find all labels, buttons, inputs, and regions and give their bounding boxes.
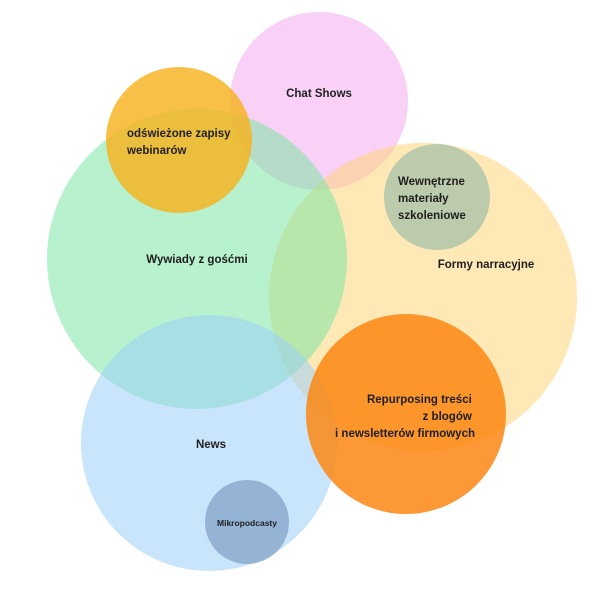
label-repurposing: Repurposing treści z blogów i newsletter…	[335, 394, 475, 440]
label-formy-narracyjne: Formy narracyjne	[438, 259, 535, 271]
circle-mikropodcasty	[205, 480, 289, 564]
label-odswiezone-zapisy: odświeżone zapisy webinarów	[126, 128, 234, 157]
label-wewnetrzne-materialy: Wewnętrzne materiały szkoleniowe	[398, 176, 468, 222]
circle-wewnetrzne-materialy	[384, 144, 490, 250]
circle-odswiezone-zapisy	[106, 67, 252, 213]
label-wywiady-z-gosciami: Wywiady z gośćmi	[146, 254, 247, 266]
circle-repurposing	[306, 314, 506, 514]
label-news: News	[196, 439, 226, 451]
label-chat-shows: Chat Shows	[286, 88, 352, 100]
label-mikropodcasty: Mikropodcasty	[217, 518, 277, 528]
